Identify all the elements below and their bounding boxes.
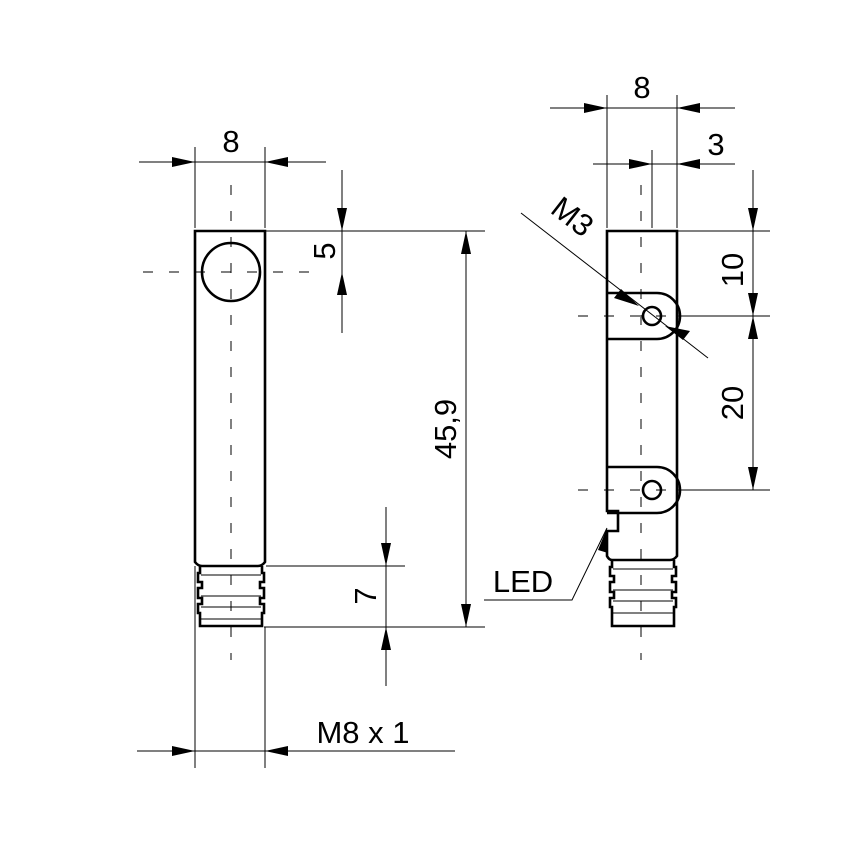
- side-mount-hole-label: M3: [545, 190, 600, 244]
- side-m3-leader: [520, 212, 709, 359]
- side-hole-spacing-dimension: [677, 316, 770, 491]
- side-led-label: LED: [493, 564, 553, 599]
- side-width-dimension: [550, 95, 735, 228]
- side-top-offset-label: 10: [715, 253, 750, 287]
- side-connector: [608, 560, 678, 628]
- front-hole-offset-dimension: [266, 170, 485, 333]
- front-hole-offset-label: 5: [307, 242, 342, 259]
- front-housing-outline: [193, 229, 267, 568]
- front-thread-dimension: [137, 566, 455, 768]
- side-led-leader: [484, 527, 608, 601]
- side-hole-spacing-label: 20: [715, 386, 750, 420]
- front-connector: [196, 566, 266, 628]
- front-width-dimension: [139, 147, 326, 228]
- side-offset-label: 3: [707, 127, 724, 162]
- front-length-label: 45,9: [428, 399, 463, 459]
- front-view: 8 5 45,9 7: [137, 124, 485, 768]
- side-view: 8 3 M3 10: [484, 70, 770, 660]
- front-length-dimension: [461, 231, 471, 627]
- front-thread-label: M8 x 1: [316, 715, 409, 750]
- front-connector-length-label: 7: [348, 587, 383, 604]
- side-offset-dimension: [593, 150, 735, 228]
- side-top-offset-dimension: [677, 170, 770, 317]
- front-width-label: 8: [222, 124, 239, 159]
- side-width-label: 8: [633, 70, 650, 105]
- front-connector-dimension: [264, 507, 485, 686]
